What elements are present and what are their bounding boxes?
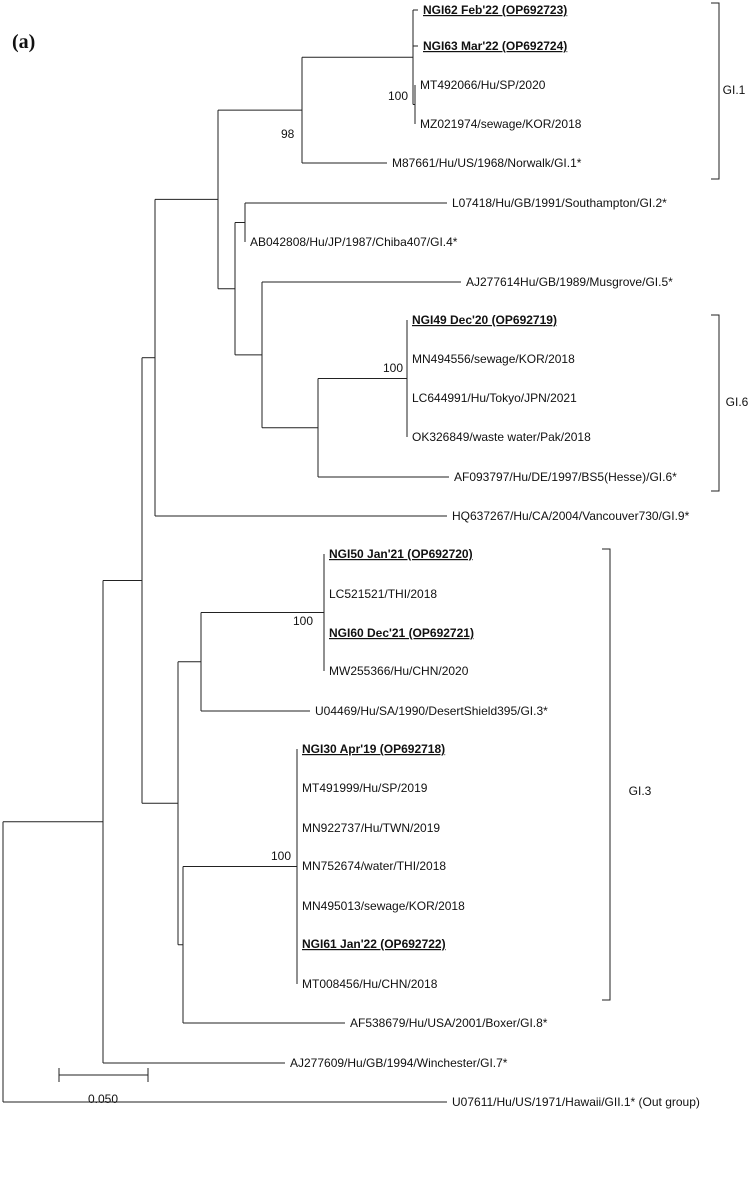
leaf-label: NGI49 Dec'20 (OP692719) <box>412 313 557 327</box>
leaf-label: MW255366/Hu/CHN/2020 <box>329 664 469 678</box>
leaf-label: NGI61 Jan'22 (OP692722) <box>302 937 446 951</box>
clade-bracket-gi3: GI.3 <box>602 548 652 1001</box>
panel-label: (a) <box>12 31 35 53</box>
leaf-label: MN922737/Hu/TWN/2019 <box>302 821 440 835</box>
scale-bar: 0.050 <box>58 1068 149 1106</box>
leaf-label: NGI60 Dec'21 (OP692721) <box>329 626 474 640</box>
scale-bar-label: 0.050 <box>88 1092 118 1106</box>
clade-bracket-gi1: GI.1 <box>711 2 746 180</box>
leaf-label: AJ277614Hu/GB/1989/Musgrove/GI.5* <box>466 275 673 289</box>
leaf-label: AB042808/Hu/JP/1987/Chiba407/GI.4* <box>250 235 458 249</box>
clade-bracket-gi6: GI.6 <box>711 314 749 492</box>
leaf-label: M87661/Hu/US/1968/Norwalk/GI.1* <box>392 156 582 170</box>
leaf-label: HQ637267/Hu/CA/2004/Vancouver730/GI.9* <box>452 509 690 523</box>
leaf-label: OK326849/waste water/Pak/2018 <box>412 430 591 444</box>
leaf-label: LC521521/THI/2018 <box>329 587 437 601</box>
bootstrap-gi3-a: 100 <box>293 614 313 628</box>
clade-label-gi1: GI.1 <box>723 83 746 97</box>
leaf-label: MT492066/Hu/SP/2020 <box>420 78 546 92</box>
clade-label-gi3: GI.3 <box>629 784 652 798</box>
leaf-label: AF093797/Hu/DE/1997/BS5(Hesse)/GI.6* <box>454 470 677 484</box>
bootstrap-gi3-b: 100 <box>271 849 291 863</box>
leaf-label: MN752674/water/THI/2018 <box>302 859 446 873</box>
leaf-label: NGI63 Mar'22 (OP692724) <box>423 39 567 53</box>
leaf-label: MN495013/sewage/KOR/2018 <box>302 899 465 913</box>
leaf-label: NGI50 Jan'21 (OP692720) <box>329 547 473 561</box>
leaf-label: U07611/Hu/US/1971/Hawaii/GII.1* (Out gro… <box>452 1095 700 1109</box>
leaf-label: MZ021974/sewage/KOR/2018 <box>420 117 582 131</box>
leaf-label: AF538679/Hu/USA/2001/Boxer/GI.8* <box>350 1016 548 1030</box>
leaf-label: MT008456/Hu/CHN/2018 <box>302 977 438 991</box>
bootstrap-gi1: 98 <box>281 127 295 141</box>
bootstrap-gi6: 100 <box>383 361 403 375</box>
leaf-labels: NGI62 Feb'22 (OP692723) NGI63 Mar'22 (OP6… <box>250 3 700 1109</box>
leaf-label: LC644991/Hu/Tokyo/JPN/2021 <box>412 391 577 405</box>
leaf-label: MN494556/sewage/KOR/2018 <box>412 352 575 366</box>
leaf-label: NGI62 Feb'22 (OP692723) <box>423 3 567 17</box>
tree-branches <box>2 9 461 1103</box>
leaf-label: AJ277609/Hu/GB/1994/Winchester/GI.7* <box>290 1056 508 1070</box>
leaf-label: NGI30 Apr'19 (OP692718) <box>302 742 445 756</box>
leaf-label: L07418/Hu/GB/1991/Southampton/GI.2* <box>452 196 667 210</box>
leaf-label: MT491999/Hu/SP/2019 <box>302 781 428 795</box>
bootstrap-gi1-inner: 100 <box>388 89 408 103</box>
leaf-label: U04469/Hu/SA/1990/DesertShield395/GI.3* <box>315 704 548 718</box>
clade-label-gi6: GI.6 <box>726 395 749 409</box>
